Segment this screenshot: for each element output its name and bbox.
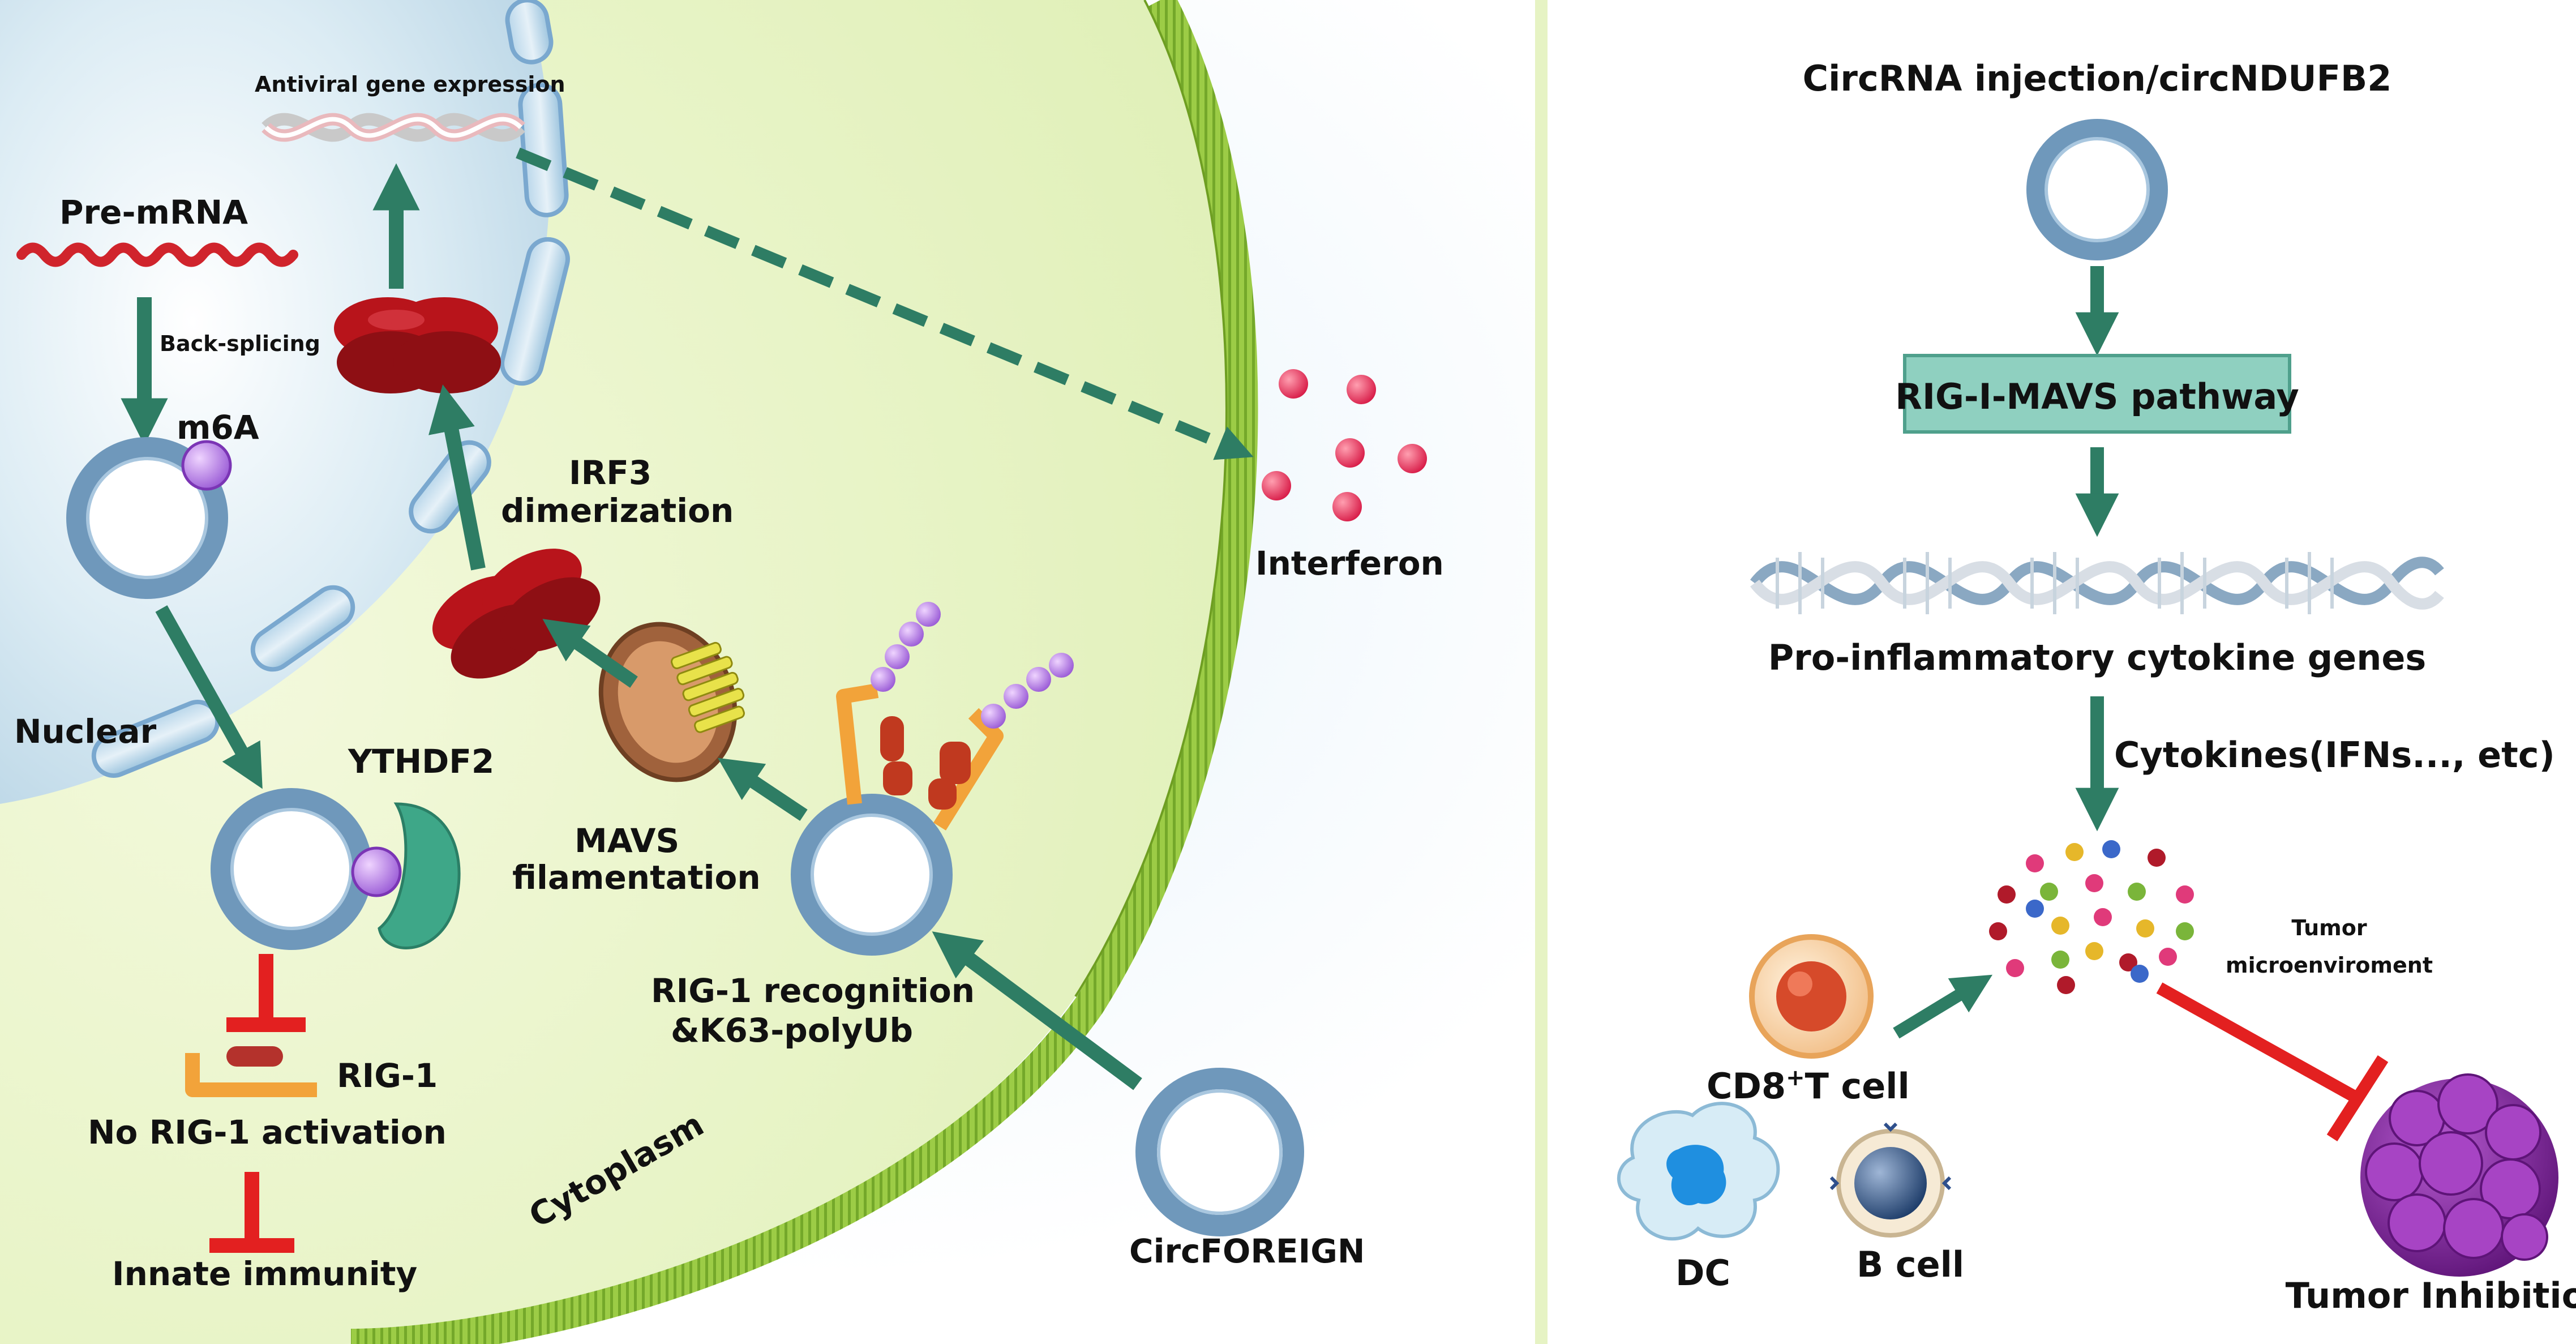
- cell-membrane: [350, 0, 1258, 1344]
- dc-label: DC: [1675, 1252, 1730, 1294]
- innate-immunity-label: Innate immunity: [112, 1255, 417, 1293]
- tumor-inhibit-bar: [2326, 1055, 2389, 1141]
- rig1-active-icon-right: [928, 708, 1004, 831]
- rig1-label: RIG-1: [337, 1056, 438, 1095]
- interferon-label: Interferon: [1255, 544, 1444, 583]
- circforeign-label: CircFOREIGN: [1129, 1232, 1365, 1270]
- ythdf2-label: YTHDF2: [348, 742, 494, 781]
- b-cell-receptors-icon: [1829, 1122, 1952, 1191]
- polyub-chain-icon-left: [871, 602, 941, 692]
- back-splicing-label: Back-splicing: [160, 331, 320, 356]
- ythdf2-circrna-ring: [211, 788, 372, 950]
- panel-divider: [1535, 0, 1548, 1344]
- circrna-injection-title: CircRNA injection/circNDUFB2: [1803, 58, 2392, 99]
- circforeign-ring-inner: [1157, 1089, 1283, 1215]
- tumor-inhibit-line: [2156, 982, 2361, 1104]
- cytokines-label: Cytokines(IFNs..., etc): [2114, 734, 2555, 776]
- no-rig1-activation-label: No RIG-1 activation: [88, 1113, 447, 1152]
- nuclear-label: Nuclear: [14, 712, 157, 751]
- m6a-mark-icon: [181, 440, 232, 491]
- rig1-recognition-ring: [791, 794, 953, 956]
- b-cell-label: B cell: [1857, 1244, 1964, 1285]
- rig1-mavs-pathway-label: RIG-I-MAVS pathway: [1895, 376, 2299, 417]
- interferon-molecules-icon: [1262, 369, 1427, 521]
- injected-circrna-ring-inner: [2044, 137, 2150, 242]
- cd8-to-cytokines-arrow: [1893, 974, 1993, 1039]
- cd8-label-sup: +: [1786, 1065, 1805, 1091]
- ythdf2-protein-icon: [378, 802, 461, 949]
- circforeign-ring: [1135, 1068, 1304, 1236]
- cd8-label-rest: T cell: [1805, 1065, 1910, 1107]
- right-panel: CircRNA injection/circNDUFB2 RIG-I-MAVS …: [1617, 58, 2576, 1316]
- dc-nucleus-icon: [1666, 1145, 1726, 1205]
- recognition-to-mavs-arrow: [718, 757, 808, 821]
- m6a-circrna-ring-inner: [86, 457, 208, 579]
- to-ythdf2-arrow: [155, 605, 263, 789]
- left-panel: Antiviral gene expression Pre-mRNA Back-…: [0, 0, 1537, 1344]
- b-cell-nucleus-icon: [1854, 1147, 1927, 1219]
- k63-polyub-label: &K63-polyUb: [671, 1011, 913, 1050]
- irf3-label: IRF3: [569, 453, 651, 492]
- mavs-to-irf3-arrow: [542, 619, 638, 688]
- pre-mrna-label: Pre-mRNA: [59, 193, 248, 232]
- dimerization-label: dimerization: [501, 491, 734, 530]
- ythdf2-m6a-icon: [351, 846, 402, 897]
- circforeign-arrow: [932, 931, 1142, 1090]
- pre-mrna-strand-icon: [16, 242, 298, 267]
- irf3-dimer-nuclear-icon: [334, 297, 501, 393]
- rig1-inactive-icon: [185, 1046, 317, 1097]
- tumor-icon: [2360, 1073, 2558, 1277]
- tumor-micro-label-1: Tumor: [2291, 915, 2367, 940]
- cytokine-molecules-icon: [1989, 840, 2194, 994]
- rig1-mavs-pathway-box: [1903, 354, 2291, 434]
- filamentation-label: filamentation: [512, 858, 761, 897]
- m6a-label: m6A: [177, 408, 259, 447]
- cytokine-genes-dna-icon: [1750, 552, 2444, 614]
- rig1-recognition-label: RIG-1 recognition: [651, 971, 975, 1010]
- irf3-import-arrow: [428, 384, 486, 571]
- cd8-nucleus-highlight: [1788, 971, 1812, 996]
- cd8-label-main: CD8: [1707, 1065, 1786, 1107]
- polyub-chain-icon-right: [981, 653, 1074, 729]
- ythdf2-circrna-ring-inner: [230, 808, 353, 930]
- rig1-recognition-ring-inner: [811, 814, 933, 936]
- injected-circrna-ring: [2026, 119, 2168, 260]
- rig1-active-icon-left: [836, 683, 912, 805]
- tumor-inhibition-label: Tumor Inhibition: [2286, 1275, 2576, 1316]
- cytokine-genes-label: Pro-inflammatory cytokine genes: [1768, 637, 2427, 678]
- cell-membrane-edge: [1074, 0, 1228, 998]
- antiviral-label: Antiviral gene expression: [255, 72, 565, 97]
- cd8-nucleus-icon: [1776, 961, 1846, 1031]
- cd8-label: CD8+T cell: [1707, 1065, 1910, 1107]
- mavs-label: MAVS: [575, 821, 679, 860]
- m6a-circrna-ring: [66, 437, 228, 599]
- interferon-secretion-arrow: [516, 147, 1254, 460]
- mavs-mitochondrion-icon: [598, 622, 745, 782]
- antiviral-dna-icon: [262, 113, 525, 142]
- tumor-micro-label-2: microenviroment: [2226, 953, 2433, 978]
